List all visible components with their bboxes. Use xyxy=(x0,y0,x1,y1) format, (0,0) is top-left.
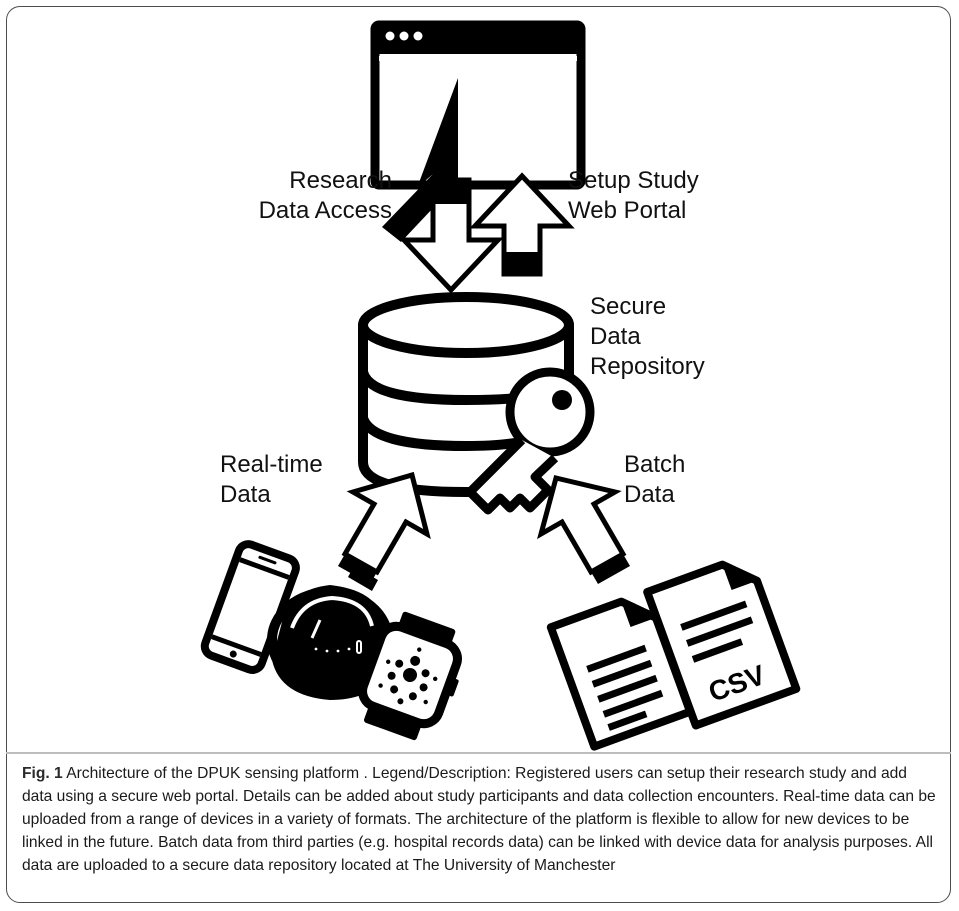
smartwatch-icon xyxy=(358,611,462,741)
batch-data-label: Batch Data xyxy=(624,451,686,508)
browser-window-icon xyxy=(370,20,586,190)
upload-arrow-icon xyxy=(469,172,575,277)
architecture-diagram: CSV xyxy=(200,20,801,751)
download-arrow-icon xyxy=(398,177,504,294)
figure-caption: Fig. 1 Architecture of the DPUK sensing … xyxy=(22,762,937,877)
batch-upload-arrow-icon xyxy=(537,475,630,584)
caption-text: Architecture of the DPUK sensing platfor… xyxy=(22,765,936,874)
caption-divider xyxy=(6,752,951,754)
figure-number: Fig. 1 xyxy=(22,765,63,782)
realtime-upload-arrow-icon xyxy=(338,471,431,591)
research-data-access-label: Research Data Access xyxy=(258,167,392,224)
csv-document-icon: CSV xyxy=(643,560,801,730)
setup-study-web-portal-label: Setup Study Web Portal xyxy=(568,167,699,224)
real-time-data-label: Real-time Data xyxy=(220,451,323,508)
key-icon xyxy=(465,367,595,515)
secure-data-repository-label: Secure Data Repository xyxy=(590,293,705,380)
